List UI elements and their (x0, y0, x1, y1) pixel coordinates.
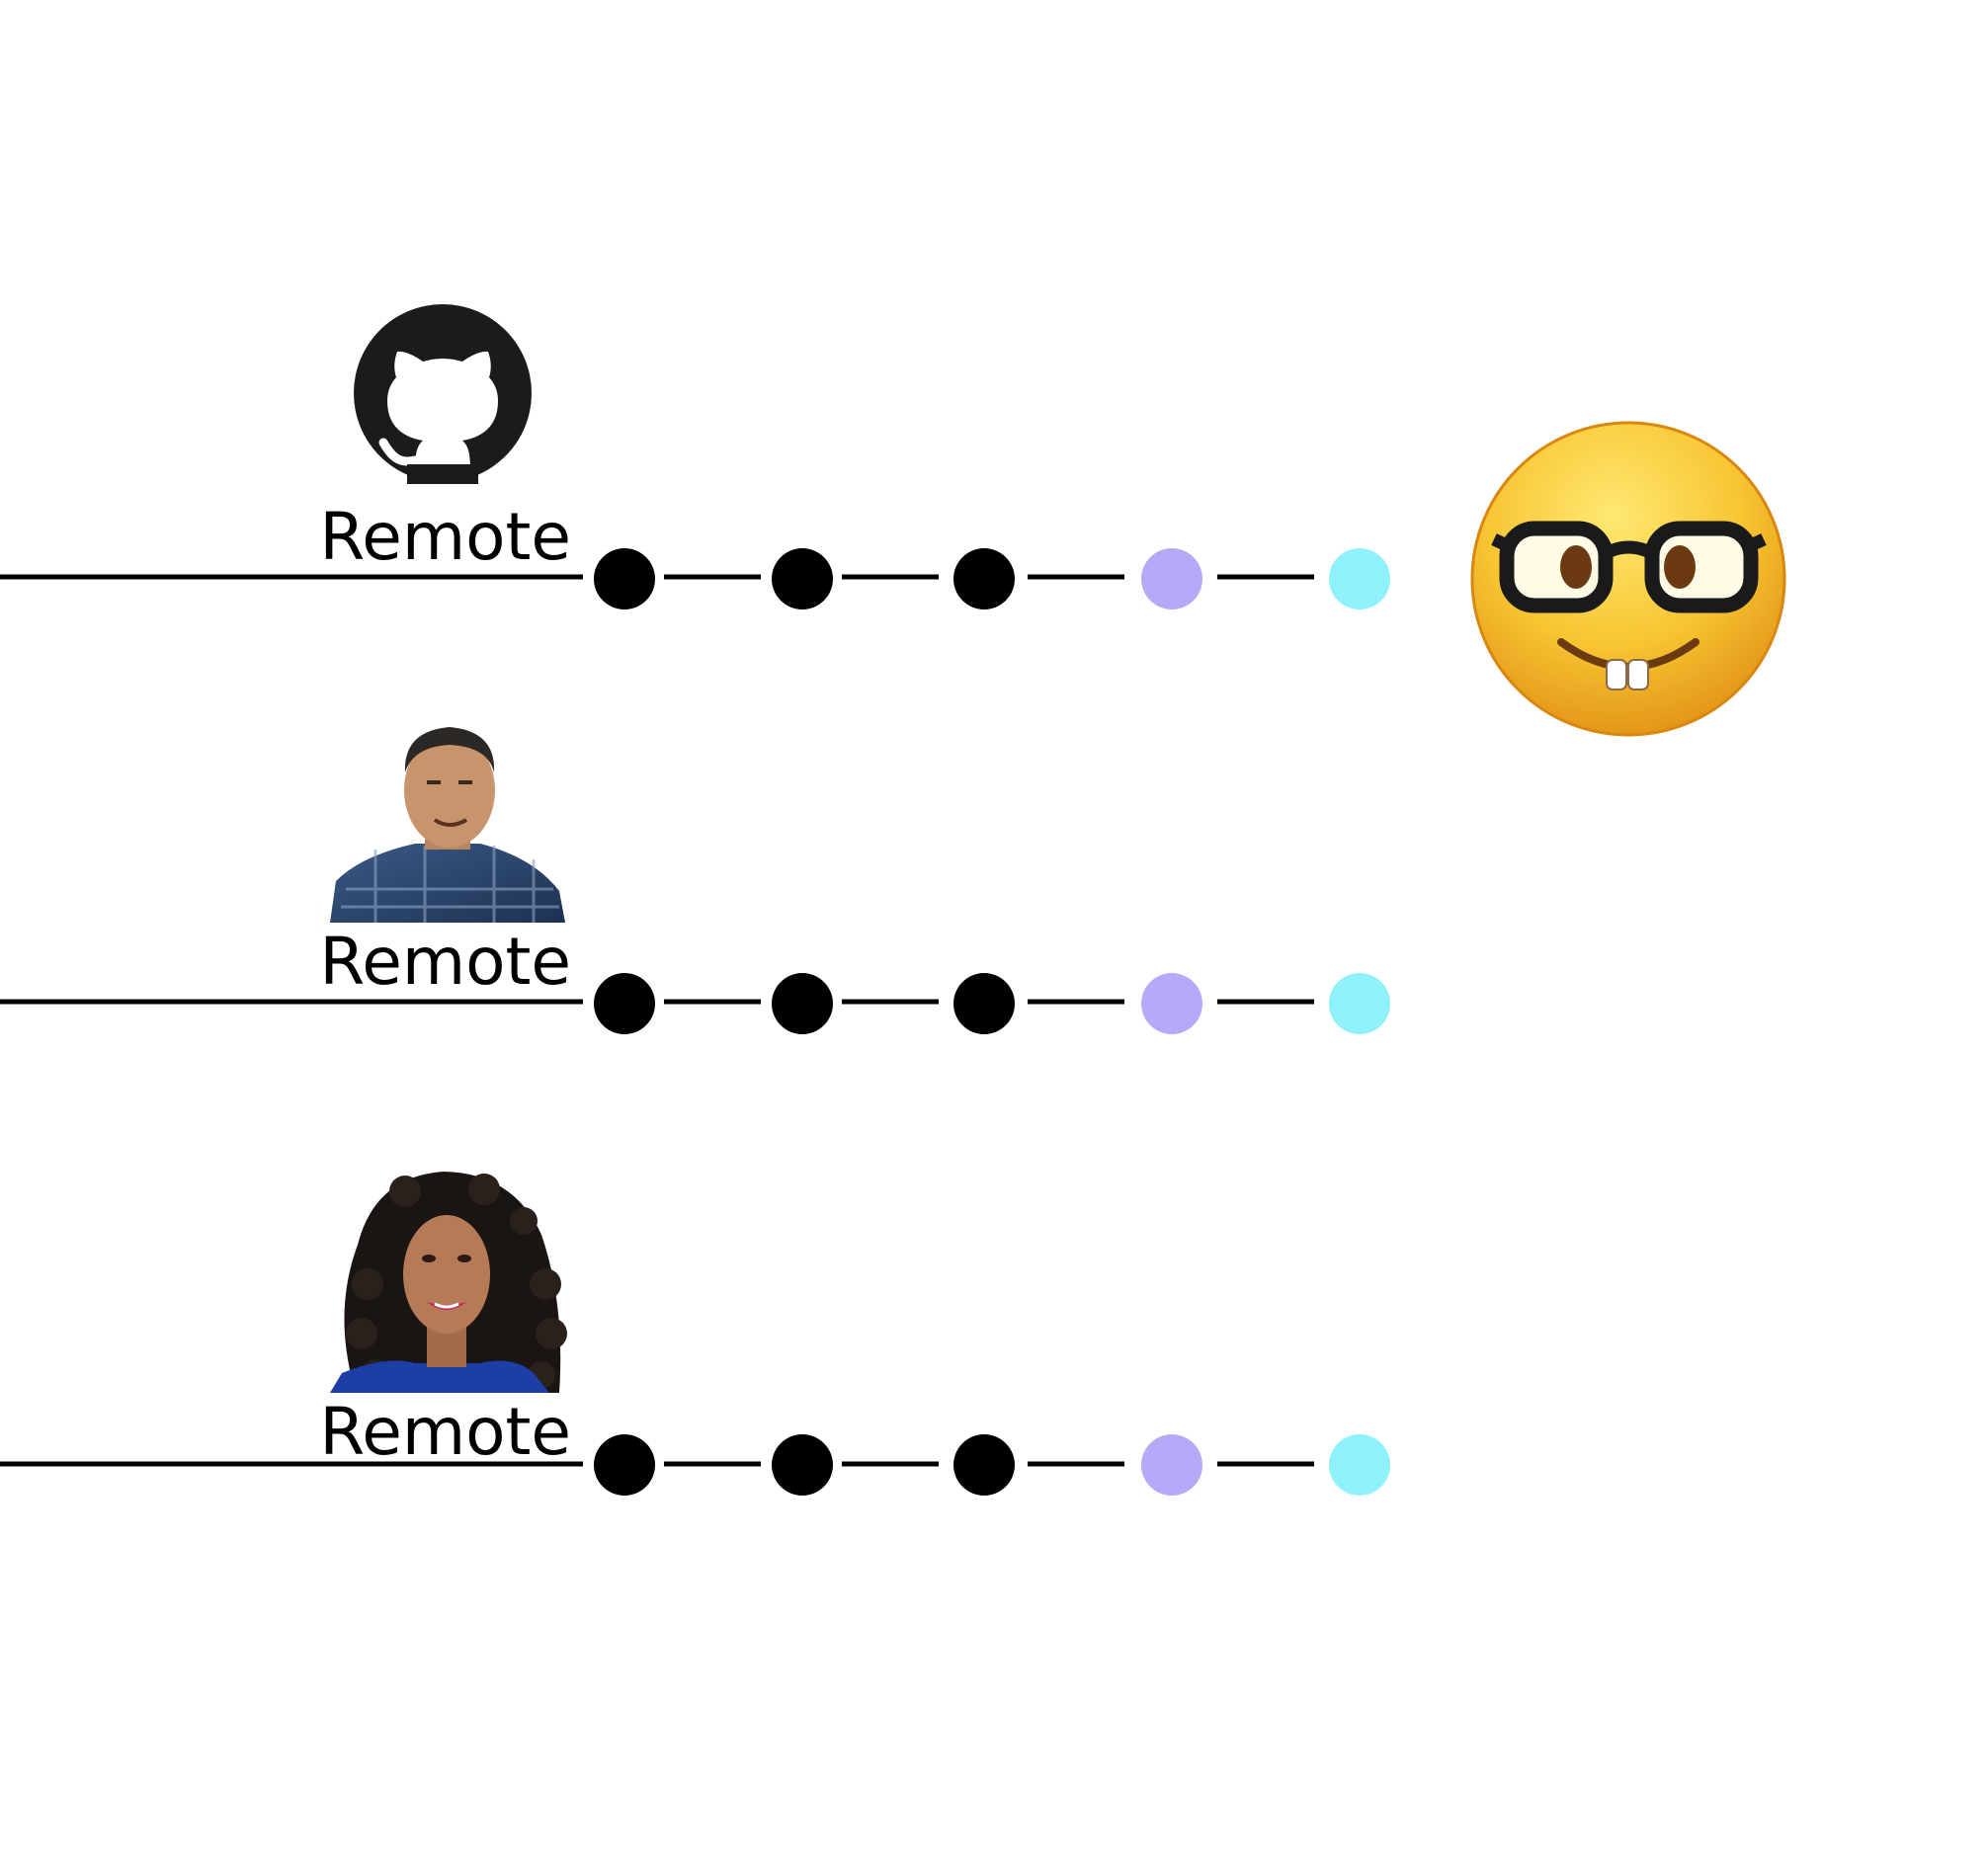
person-photo-woman (330, 1150, 567, 1393)
commit-dot (953, 548, 1015, 609)
commit-dot (594, 973, 655, 1034)
commit-dot (594, 548, 655, 609)
remote-row: Remote (0, 725, 1390, 1034)
commit-list (594, 1434, 1390, 1496)
commit-dot (772, 973, 833, 1034)
nerd-face-emoji-icon (1470, 421, 1786, 737)
commit-dot (594, 1434, 655, 1496)
remote-row: Remote (0, 1150, 1390, 1496)
commit-dot (1329, 548, 1390, 609)
commit-dot (953, 1434, 1015, 1496)
commit-dot (772, 1434, 833, 1496)
commit-list (594, 973, 1390, 1034)
commit-dot (1141, 548, 1202, 609)
commit-dot (1329, 1434, 1390, 1496)
row-label: Remote (319, 924, 571, 1000)
github-octocat-icon (354, 304, 532, 484)
row-label: Remote (319, 1394, 571, 1470)
commit-dot (953, 973, 1015, 1034)
commit-dot (1141, 1434, 1202, 1496)
commit-dot (1329, 973, 1390, 1034)
person-photo-man (330, 725, 565, 923)
remote-row: Remote (0, 304, 1390, 609)
commit-list (594, 548, 1390, 609)
row-label: Remote (319, 499, 571, 575)
commit-dot (1141, 973, 1202, 1034)
commit-dot (772, 548, 833, 609)
